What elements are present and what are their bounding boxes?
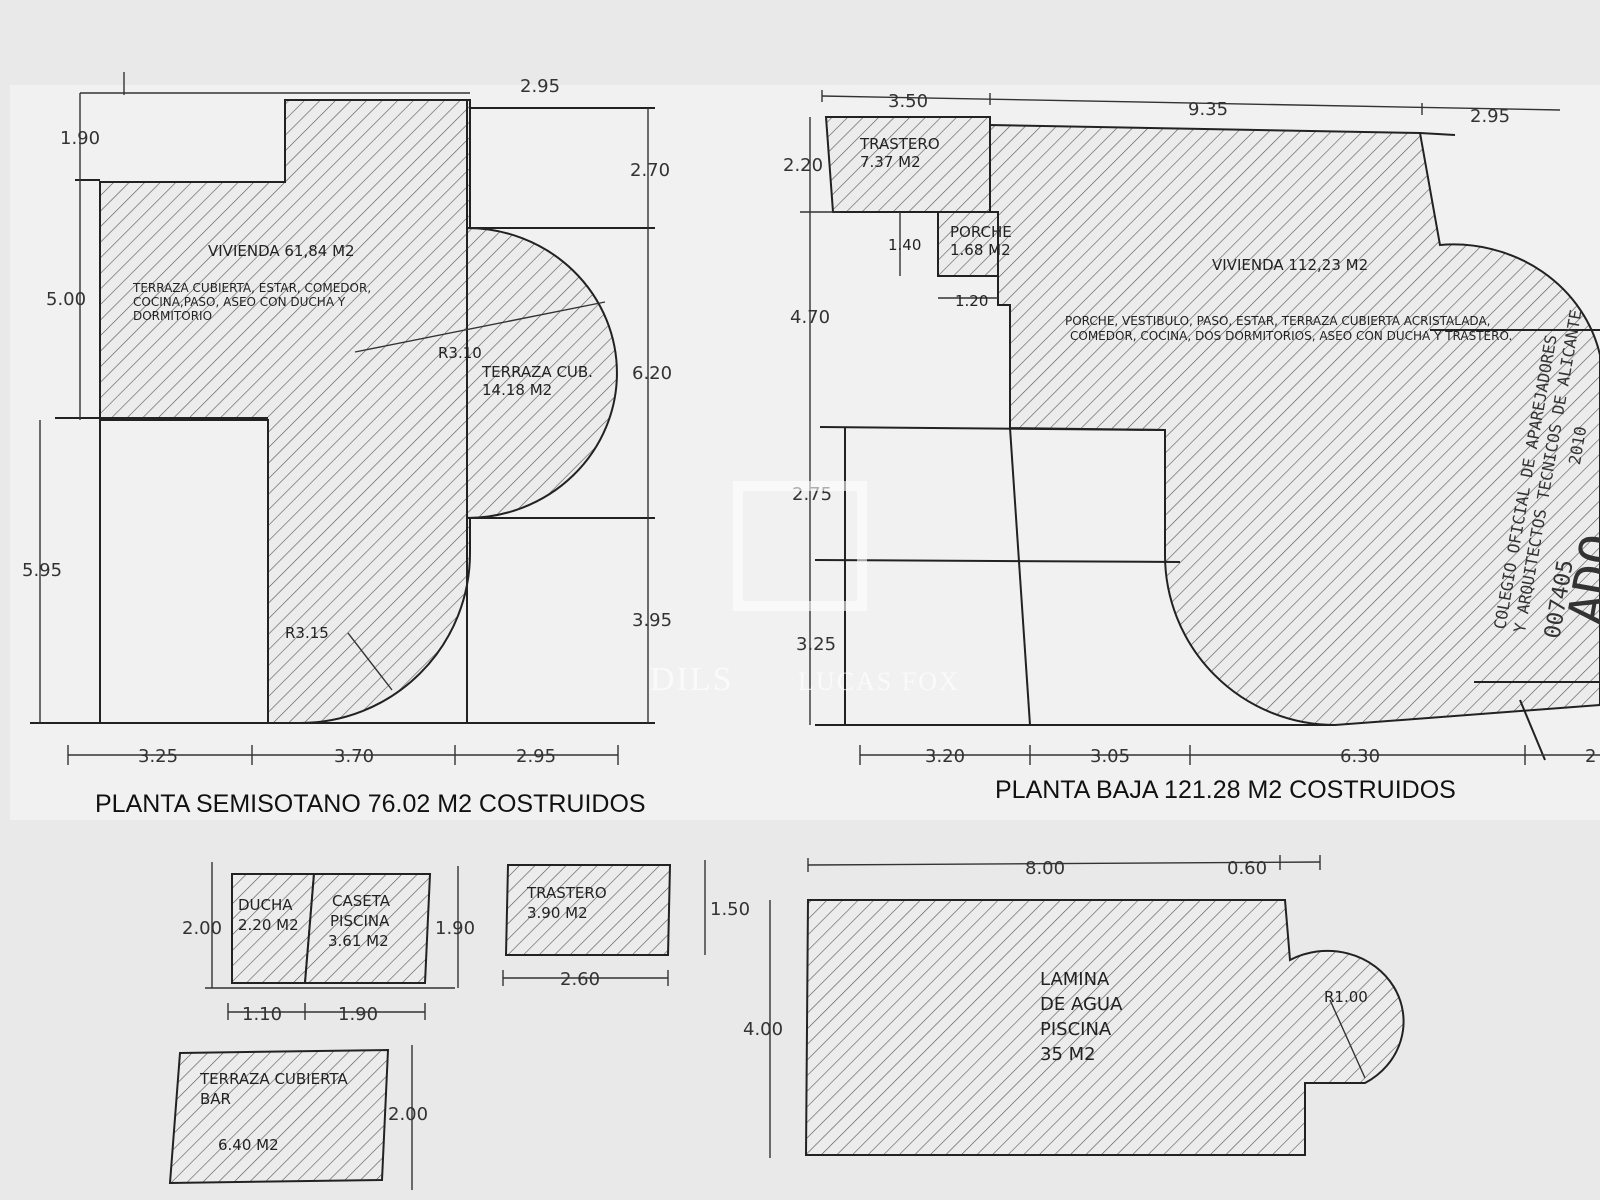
semisotano-desc-line-3: DORMITORIO [133,309,212,323]
semisotano-dim-top-partial: 2.95 [520,76,560,97]
semisotano-dim-bottom-1: 3.25 [138,746,178,767]
semisotano-radius-b: R3.15 [285,624,329,642]
baja-dim-top-1: 3.50 [888,91,928,112]
semisotano-dim-top-left: 1.90 [60,128,100,149]
baja-dim-top-2: 9.35 [1188,99,1228,120]
baja-desc-line-2: COMEDOR, COCINA, DOS DORMITORIOS, ASEO C… [1070,329,1512,343]
ducha-label: DUCHA [238,896,293,914]
piscina-label-2: DE AGUA [1040,994,1123,1015]
semisotano-dim-bottom-3: 2.95 [516,746,556,767]
caseta-label-1: CASETA [332,892,391,910]
semisotano-radius-a: R3.10 [438,344,482,362]
baja-dim-left-4: 3.25 [796,634,836,655]
piscina-dim-left: 4.00 [743,1019,783,1040]
baja-dim-bottom-1: 3.20 [925,746,965,767]
caseta-dim-bottom-1: 1.10 [242,1004,282,1025]
trastero-area-value: 3.90 M2 [527,904,588,922]
baja-desc-line-1: PORCHE, VESTIBULO, PASO, ESTAR, TERRAZA … [1065,314,1490,328]
caseta-dim-left: 2.00 [182,918,222,939]
terraza-bar-area [168,1048,390,1185]
terraza-bar-area-value: 6.40 M2 [218,1136,279,1154]
baja-dim-bottom-3: 6.30 [1340,746,1380,767]
trastero-dim-bottom: 2.60 [560,969,600,990]
semisotano-dim-left-mid: 5.00 [46,289,86,310]
caseta-dim-right: 1.90 [435,918,475,939]
trastero-area [504,864,672,956]
trastero-block: TRASTERO 3.90 M2 1.50 2.60 [502,860,750,990]
baja-dim-left-1: 2.20 [783,155,823,176]
ducha-caseta-block: DUCHA 2.20 M2 CASETA PISCINA 3.61 M2 2.0… [182,862,475,1025]
terraza-bar-label-2: BAR [200,1090,231,1108]
baja-title: PLANTA BAJA 121.28 M2 COSTRUIDOS [995,776,1456,804]
terraza-bar-label-1: TERRAZA CUBIERTA [199,1070,348,1088]
semisotano-dimension-lines [39,72,649,765]
semisotano-terraza-label: TERRAZA CUB. [481,363,593,381]
semisotano-terraza-area-value: 14.18 M2 [482,381,552,399]
semisotano-walls [30,100,655,724]
semisotano-dim-left-low: 5.95 [22,560,62,581]
baja-porche-label: PORCHE [950,223,1012,241]
piscina-radius: R1.00 [1324,988,1368,1006]
baja-porche-area [937,211,999,277]
trastero-label: TRASTERO [526,884,607,902]
baja-trastero-label: TRASTERO [859,135,940,153]
terraza-bar-block: TERRAZA CUBIERTA BAR 6.40 M2 2.00 [168,1045,428,1190]
semisotano-dim-bottom-2: 3.70 [334,746,374,767]
baja-walls [814,132,1600,761]
watermark-left-text: DILS [650,661,734,698]
semisotano-title: PLANTA SEMISOTANO 76.02 M2 COSTRUIDOS [95,790,646,818]
baja-dim-bottom-edge: 2 [1585,746,1596,767]
baja-dim-top-3: 2.95 [1470,106,1510,127]
piscina-block: LAMINA DE AGUA PISCINA 35 M2 8.00 0.60 4… [743,855,1405,1158]
baja-dimension-lines [800,90,1600,765]
semisotano-vivienda-label: VIVIENDA 61,84 M2 [208,242,355,260]
semisotano-terraza-area [466,226,618,520]
caseta-area-value: 3.61 M2 [328,932,389,950]
caseta-dimension-lines [205,862,459,1020]
baja-porche-area-value: 1.68 M2 [950,241,1011,259]
caseta-dim-bottom-2: 1.90 [338,1004,378,1025]
piscina-label-3: PISCINA [1040,1019,1112,1040]
baja-dim-left-2: 4.70 [790,307,830,328]
semisotano-desc-line-2: COCINA,PASO, ASEO CON DUCHA Y [133,295,346,309]
baja-vivienda-label: VIVIENDA 112,23 M2 [1212,256,1368,274]
piscina-area-value: 35 M2 [1040,1044,1096,1065]
piscina-dim-top: 8.00 [1025,858,1065,879]
piscina-dim-top-small: 0.60 [1227,858,1267,879]
semisotano-dim-right-low: 3.95 [632,610,672,631]
terraza-bar-dim-right: 2.00 [388,1104,428,1125]
piscina-area [804,899,1405,1156]
baja-dim-porche-h: 1.40 [888,236,921,254]
baja-dim-bottom-2: 3.05 [1090,746,1130,767]
trastero-dim-right: 1.50 [710,899,750,920]
piscina-label-1: LAMINA [1040,969,1110,990]
plan-semisotano: VIVIENDA 61,84 M2 TERRAZA CUBIERTA, ESTA… [22,72,672,818]
watermark-logo-icon [733,481,867,611]
ducha-area-value: 2.20 M2 [238,916,299,934]
piscina-dimension-lines [769,855,1366,1158]
caseta-area [303,873,432,984]
trastero-dimension-lines [502,860,706,986]
baja-vivienda-area [989,123,1600,727]
plan-baja: TRASTERO 7.37 M2 PORCHE 1.68 M2 VIVIENDA… [783,90,1600,804]
caseta-label-2: PISCINA [330,912,390,930]
watermark-right-text: LUCAS FOX [798,667,960,696]
baja-trastero-area-value: 7.37 M2 [860,153,921,171]
semisotano-dim-right-mid: 6.20 [632,363,672,384]
semisotano-dim-right-top: 2.70 [630,160,670,181]
watermark: DILS LUCAS FOX [650,481,960,698]
baja-dim-porche-w: 1.20 [955,292,988,310]
semisotano-desc-line-1: TERRAZA CUBIERTA, ESTAR, COMEDOR, [132,281,371,295]
